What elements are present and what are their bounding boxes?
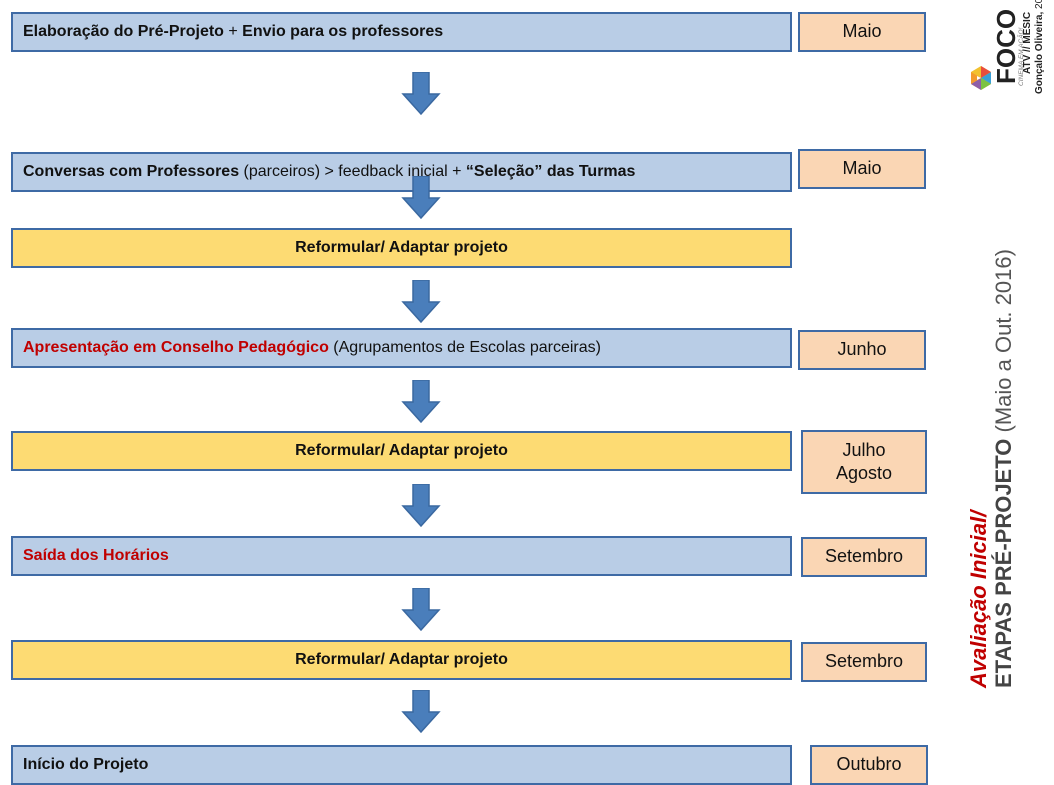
down-arrow-icon	[401, 484, 441, 528]
side-title-main: ETAPAS PRÉ-PROJETO	[991, 438, 1017, 688]
step-3: Reformular/ Adaptar projeto	[11, 228, 792, 268]
credit-year: 2016	[1034, 0, 1045, 12]
month-2: Maio	[798, 149, 926, 189]
month-7: Setembro	[801, 642, 927, 682]
credit-line-1: ATV // MESIC	[1022, 11, 1033, 74]
step-8-label: Início do Projeto	[23, 756, 149, 773]
step-6: Saída dos Horários	[11, 536, 792, 576]
step-8: Início do Projeto	[11, 745, 792, 785]
step-1-part-b: +	[223, 23, 243, 40]
month-6-label: Setembro	[824, 546, 904, 567]
step-4-part-a: Apresentação em Conselho Pedagógico	[23, 339, 329, 356]
step-4-part-b: (Agrupamentos de Escolas parceiras)	[328, 339, 601, 356]
step-7-label: Reformular/ Adaptar projeto	[295, 651, 508, 668]
step-1-part-a: Elaboração do Pré-Projeto	[23, 23, 224, 40]
step-5: Reformular/ Adaptar projeto	[11, 431, 792, 471]
down-arrow-icon	[401, 72, 441, 116]
down-arrow-icon	[401, 690, 441, 734]
step-5-label: Reformular/ Adaptar projeto	[295, 442, 508, 459]
month-4: Junho	[798, 330, 926, 370]
month-5: Julho Agosto	[801, 430, 927, 494]
step-2-part-a: Conversas com Professores	[23, 163, 240, 180]
side-title-accent: Avaliação Inicial/	[966, 510, 991, 688]
step-6-label: Saída dos Horários	[23, 547, 169, 564]
step-2-part-d: das	[542, 163, 579, 180]
step-2: Conversas com Professores (parceiros) > …	[11, 152, 792, 192]
step-2-part-c: “Seleção”	[465, 163, 543, 180]
month-1-label: Maio	[842, 21, 882, 42]
down-arrow-icon	[401, 380, 441, 424]
step-1-part-c: Envio para os professores	[242, 23, 444, 40]
side-title: Avaliação Inicial/ ETAPAS PRÉ-PROJETO (M…	[966, 249, 1017, 688]
down-arrow-icon	[401, 176, 441, 220]
month-4-label: Junho	[837, 339, 887, 360]
month-2-label: Maio	[842, 158, 882, 179]
credit-line-2: Gonçalo Oliveira, 2016	[1034, 0, 1046, 94]
foco-logo-tagline: CINEMA EM AÇÃO!	[1016, 27, 1025, 86]
step-7: Reformular/ Adaptar projeto	[11, 640, 792, 680]
month-7-label: Setembro	[824, 651, 904, 672]
step-2-part-e: Turmas	[578, 163, 636, 180]
side-title-subtitle: (Maio a Out. 2016)	[991, 249, 1017, 439]
month-8-label: Outubro	[836, 754, 902, 775]
month-1: Maio	[798, 12, 926, 52]
month-5-label-2: Agosto	[835, 463, 893, 483]
step-1: Elaboração do Pré-Projeto + Envio para o…	[11, 12, 792, 52]
month-8: Outubro	[810, 745, 928, 785]
down-arrow-icon	[401, 280, 441, 324]
step-3-label: Reformular/ Adaptar projeto	[295, 239, 508, 256]
month-5-label-1: Julho	[842, 439, 886, 460]
down-arrow-icon	[401, 588, 441, 632]
credit-author: Gonçalo Oliveira,	[1034, 11, 1045, 94]
month-6: Setembro	[801, 537, 927, 577]
foco-logo-wordmark: FOCO	[991, 9, 1021, 84]
step-2-part-b: (parceiros) > feedback inicial +	[239, 163, 466, 180]
step-4: Apresentação em Conselho Pedagógico (Agr…	[11, 328, 792, 368]
foco-logo: FOCO CINEMA EM AÇÃO!	[971, 9, 1025, 90]
credit: ATV // MESIC Gonçalo Oliveira, 2016	[1022, 0, 1046, 94]
